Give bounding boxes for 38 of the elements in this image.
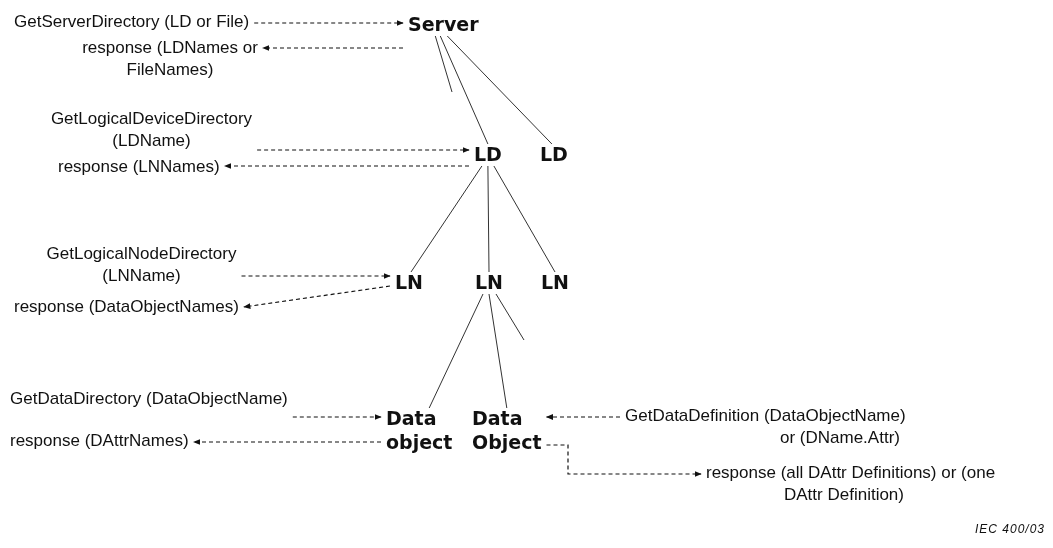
tree-node-label: LD <box>474 142 502 166</box>
dashed-arrow <box>192 439 382 445</box>
tree-line <box>434 35 453 93</box>
tree-line <box>488 293 508 409</box>
tree-line <box>487 165 490 273</box>
tree-line <box>446 35 553 145</box>
dashed-arrow <box>240 273 391 279</box>
tree-node-label: LN <box>541 270 569 294</box>
response-text: response (all DAttr Definitions) or (one DAttr Definition) <box>706 462 1036 506</box>
response-text: response (DataObjectNames) <box>14 296 239 318</box>
tree-node-label: LN <box>475 270 503 294</box>
request-text: GetDataDefinition (DataObjectName) or (DName.Attr) <box>625 405 925 449</box>
tree-line <box>439 35 489 145</box>
response-text: response (DAttrNames) <box>10 430 189 452</box>
request-text: GetServerDirectory (LD or File) <box>14 11 250 33</box>
tree-node-label: Server <box>408 12 479 36</box>
dashed-arrow <box>262 45 404 51</box>
dashed-arrow <box>223 163 470 169</box>
tree-node-label: Data object <box>386 406 458 454</box>
tree-line <box>493 165 556 273</box>
tree-node-label: Data Object <box>472 406 552 454</box>
response-text: response (LDNames or FileNames) <box>40 37 300 81</box>
figure-reference: IEC 400/03 <box>975 522 1046 536</box>
dashed-arrow <box>253 20 404 26</box>
tree-line <box>428 293 484 409</box>
dashed-arrow <box>545 414 621 420</box>
tree-node-label: LD <box>540 142 568 166</box>
request-text: GetLogicalNodeDirectory (LNName) <box>14 243 269 287</box>
dashed-arrow <box>292 414 382 420</box>
tree-line <box>410 165 483 273</box>
request-text: GetDataDirectory (DataObjectName) <box>10 388 288 410</box>
dashed-arrow <box>545 444 702 477</box>
dashed-arrow <box>256 147 470 153</box>
tree-line <box>495 293 525 341</box>
response-text: response (LNNames) <box>58 156 220 178</box>
request-text: GetLogicalDeviceDirectory (LDName) <box>14 108 289 152</box>
tree-node-label: LN <box>395 270 423 294</box>
dashed-arrow <box>243 285 391 309</box>
